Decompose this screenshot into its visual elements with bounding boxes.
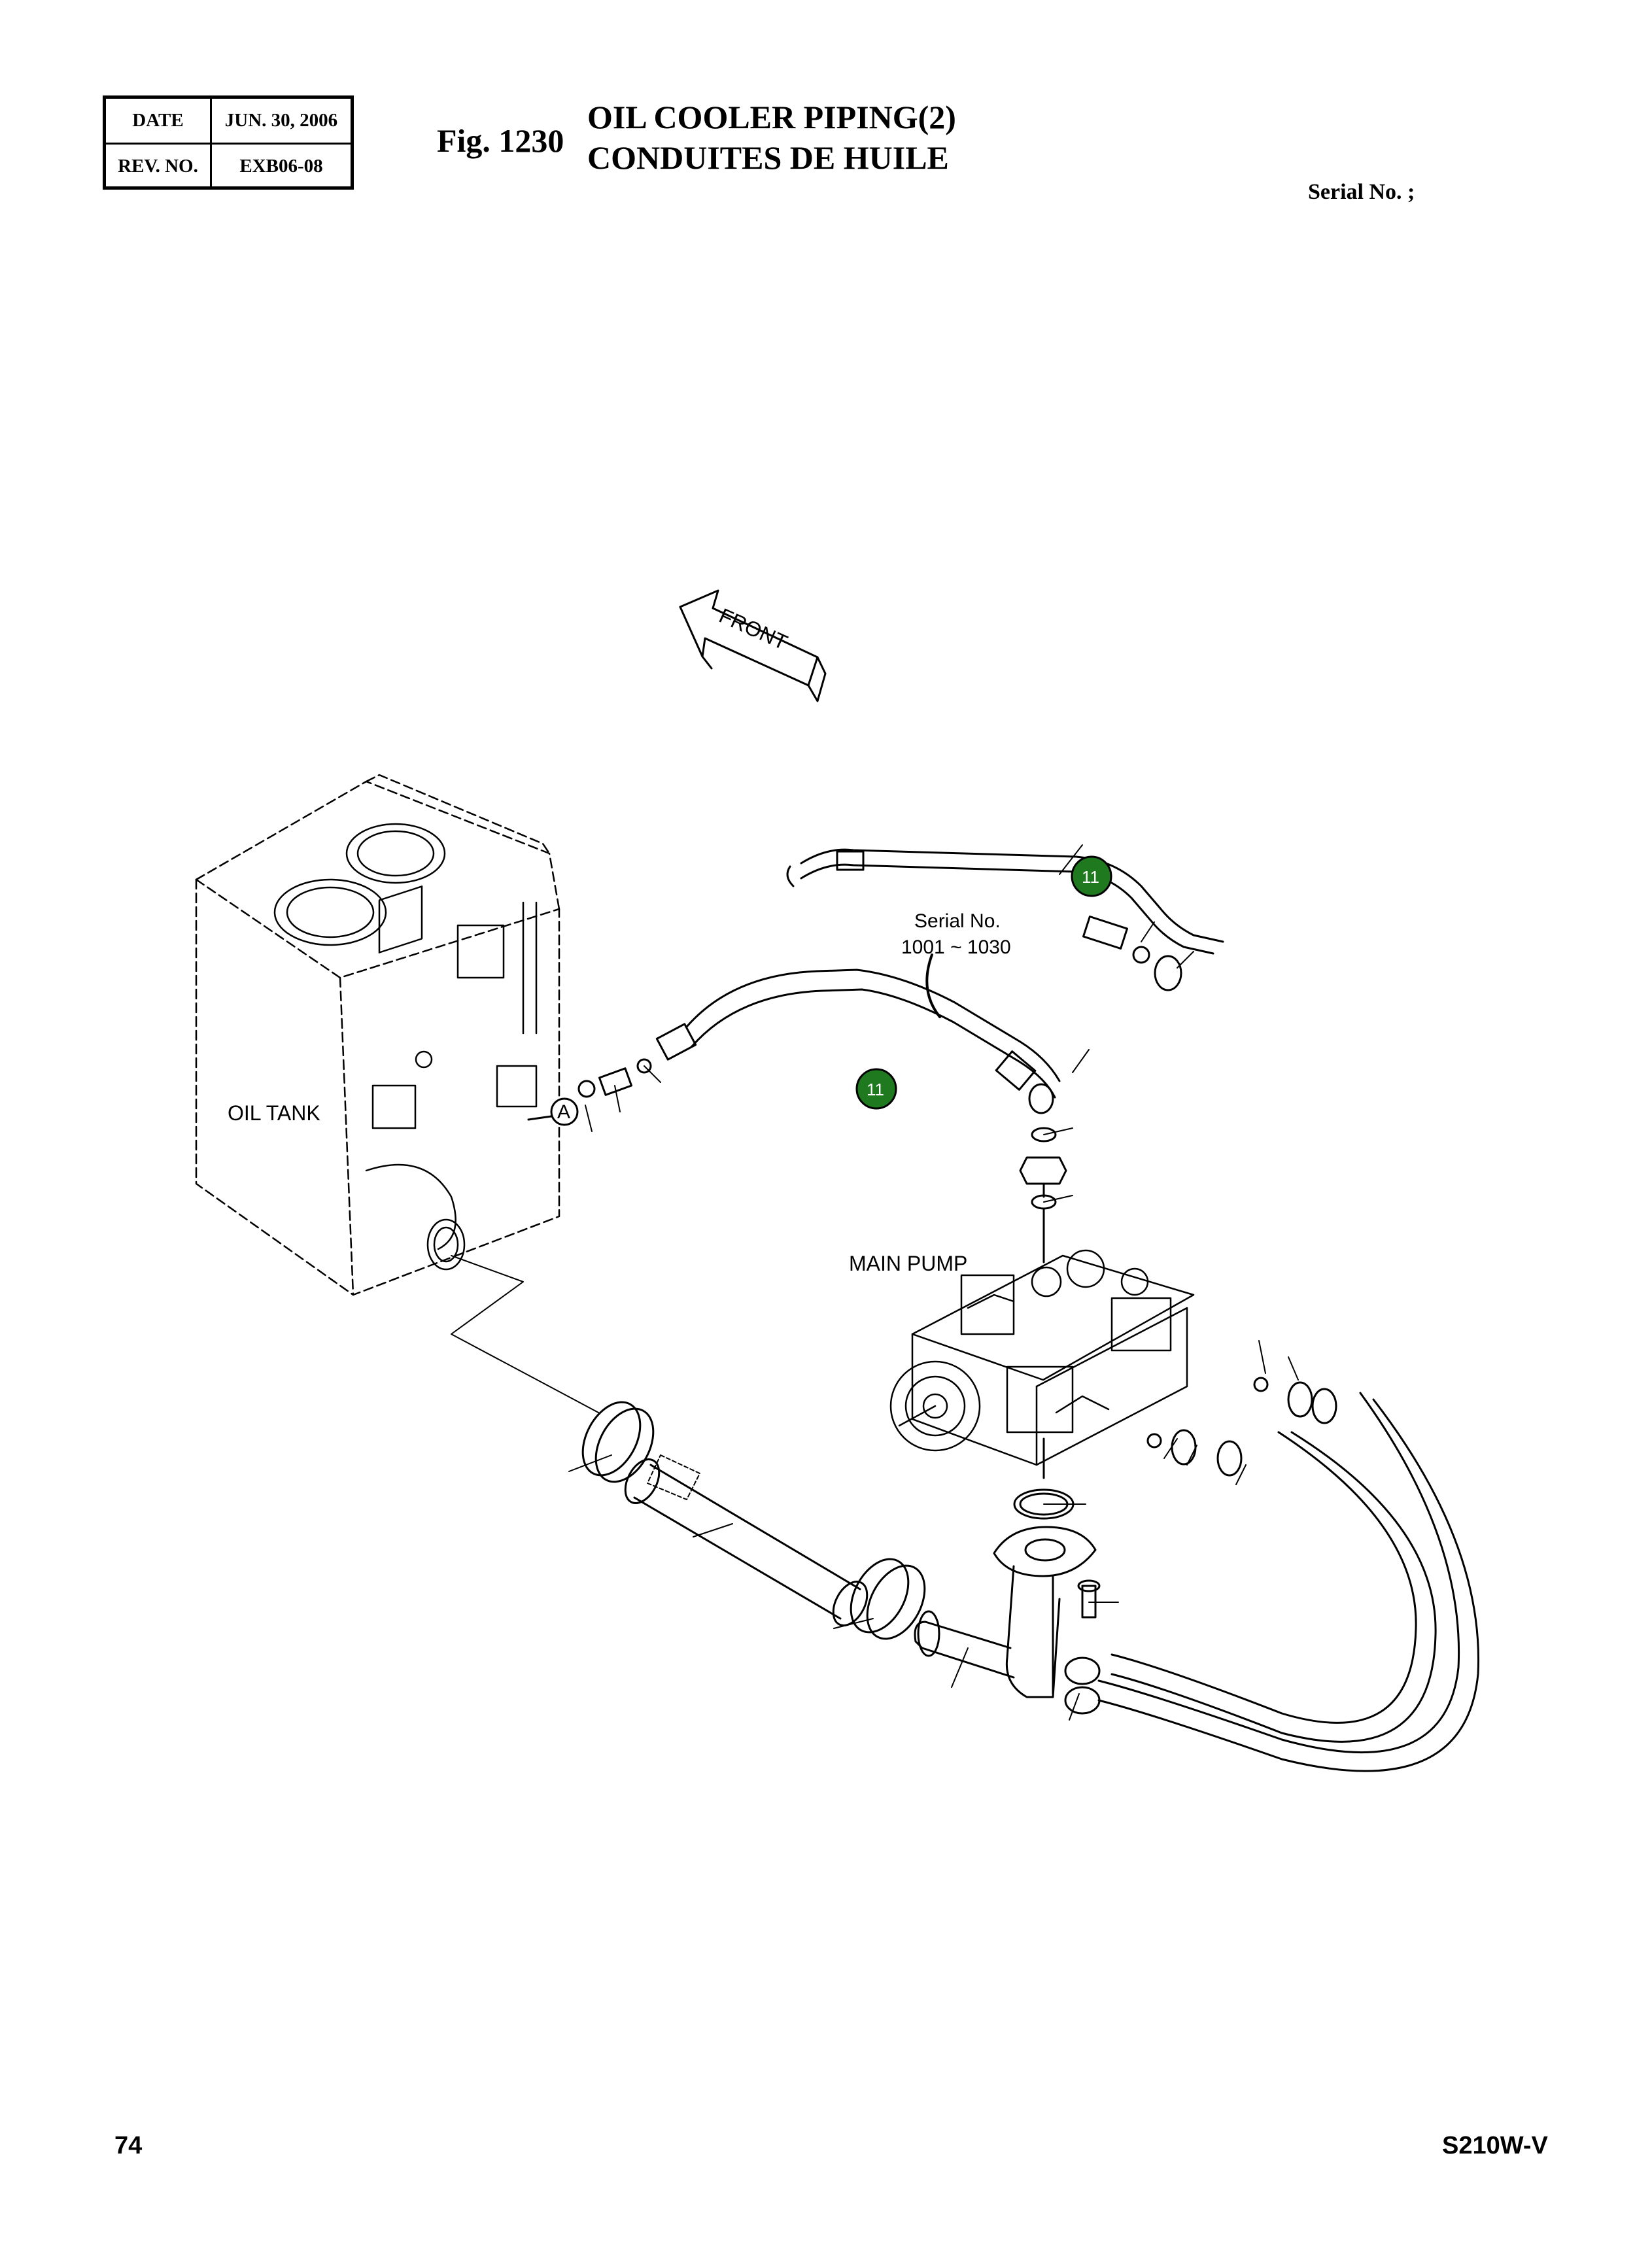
- callout-a: A: [557, 1101, 570, 1123]
- hose-lower: [577, 969, 1061, 1114]
- rev-key: REV. NO.: [106, 145, 212, 188]
- leader-lines: [568, 844, 1299, 1721]
- serial-number-label: Serial No. ;: [1308, 180, 1415, 204]
- suction-hose: [581, 1401, 926, 1640]
- front-arrow-icon: [679, 589, 827, 702]
- serial-note-line1: Serial No.: [914, 910, 1001, 932]
- oil-tank-label: OIL TANK: [228, 1101, 320, 1125]
- callout-11-upper: [1071, 855, 1112, 897]
- oil-tank: [195, 774, 560, 1296]
- serial-note-pointer: [925, 953, 941, 1018]
- main-pump-label: MAIN PUMP: [849, 1252, 967, 1275]
- pump-fittings: [1019, 1127, 1067, 1263]
- suction-elbow: [914, 1437, 1101, 1715]
- oil-tank-details: [273, 823, 538, 1271]
- main-pump: [889, 1249, 1195, 1466]
- cooler-hoses: [1097, 1377, 1480, 1772]
- callout-11-lower: [855, 1068, 897, 1110]
- date-key: DATE: [106, 99, 212, 143]
- tank-hose-leader: [451, 1255, 599, 1413]
- rev-value: EXB06-08: [239, 156, 323, 177]
- page-title-french: CONDUITES DE HUILE: [587, 139, 949, 176]
- model-number: S210W-V: [1442, 2132, 1548, 2159]
- figure-number: Fig. 1230: [437, 122, 564, 159]
- page-title-english: OIL COOLER PIPING(2): [587, 99, 956, 135]
- rev-row: REV. NO. EXB06-08: [106, 145, 351, 188]
- callout-11-upper-label: 11: [1082, 867, 1099, 887]
- page-number: 74: [114, 2132, 143, 2159]
- date-row: DATE JUN. 30, 2006: [106, 99, 351, 145]
- revision-table: DATE JUN. 30, 2006 REV. NO. EXB06-08: [103, 95, 354, 190]
- callout-11-lower-label: 11: [867, 1080, 884, 1099]
- callout-a-circle: [550, 1097, 579, 1126]
- serial-note-line2: 1001 ~ 1030: [901, 936, 1011, 958]
- date-value: JUN. 30, 2006: [224, 110, 338, 131]
